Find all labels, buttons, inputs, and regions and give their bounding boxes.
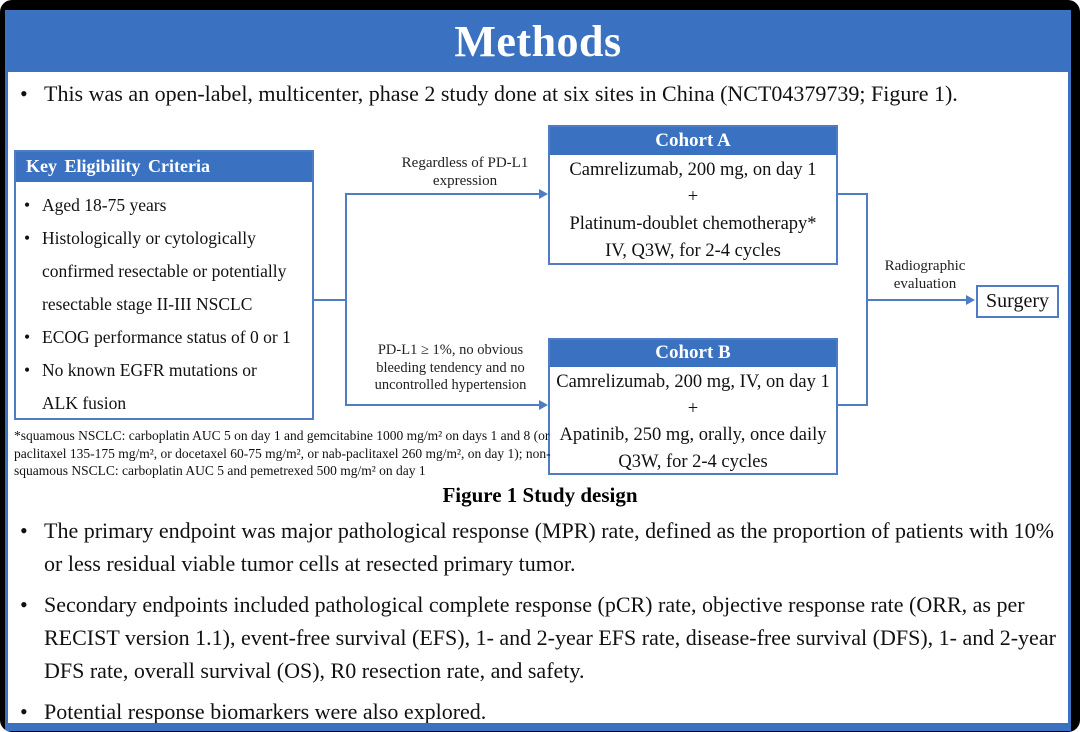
- arrow-right-icon: [539, 189, 548, 199]
- eligibility-box: Key Eligibility Criteria Aged 18-75 year…: [14, 150, 314, 420]
- cohort-a-line: Platinum-doublet chemotherapy*: [569, 214, 817, 234]
- intro-bullet: This was an open-label, multicenter, pha…: [18, 80, 1060, 108]
- arrow-right-icon: [966, 295, 975, 305]
- title-bar: Methods: [5, 10, 1071, 72]
- footnote-line: squamous NSCLC: carboplatin AUC 5 and pe…: [14, 463, 426, 478]
- footnote-line: *squamous NSCLC: carboplatin AUC 5 on da…: [14, 428, 550, 443]
- cohort-b-line: Camrelizumab, 200 mg, IV, on day 1: [556, 372, 830, 392]
- cohort-b-line: Apatinib, 250 mg, orally, once daily: [559, 425, 827, 445]
- cohort-b-box: Cohort B Camrelizumab, 200 mg, IV, on da…: [548, 338, 838, 475]
- eligibility-item: Aged 18-75 years: [16, 189, 312, 222]
- connector-line: [838, 193, 868, 195]
- bottom-accent-bar: [5, 723, 1071, 731]
- eligibility-item-continuation: confirmed resectable or potentially: [42, 261, 287, 281]
- cohort-b-line: Q3W, for 2-4 cycles: [618, 451, 768, 472]
- cohort-b-line: +: [687, 398, 699, 419]
- endpoints-list: The primary endpoint was major pathologi…: [18, 514, 1064, 732]
- footnote-line: paclitaxel 135-175 mg/m², or docetaxel 6…: [14, 445, 551, 461]
- cohort-a-line: Camrelizumab, 200 mg, on day 1: [569, 160, 817, 180]
- eligibility-item: Histologically or cytologically: [16, 222, 312, 255]
- branch-label-bottom: PD-L1 ≥ 1%, no obvious bleeding tendency…: [363, 342, 538, 395]
- connector-line: [345, 193, 347, 406]
- branch-label-bottom-line: PD-L1 ≥ 1%, no obvious: [377, 342, 524, 358]
- eligibility-item: ECOG performance status of 0 or 1: [16, 321, 312, 354]
- eligibility-list: Aged 18-75 years Histologically or cytol…: [16, 182, 312, 420]
- eligibility-item-continuation: ALK fusion: [42, 393, 127, 413]
- eligibility-header: Key Eligibility Criteria: [16, 152, 312, 182]
- branch-label-bottom-line: bleeding tendency and no: [376, 359, 525, 376]
- connector-line: [313, 299, 347, 301]
- branch-label-top-line: expression: [432, 173, 498, 189]
- figure-caption: Figure 1 Study design: [442, 483, 638, 507]
- cohort-a-header: Cohort A: [550, 127, 836, 155]
- cohort-a-line: IV, Q3W, for 2-4 cycles: [605, 241, 781, 261]
- arrow-right-icon: [539, 400, 548, 410]
- eligibility-item-continuation: resectable stage II-III NSCLC: [42, 294, 253, 314]
- connector-line: [345, 404, 539, 406]
- eligibility-item: No known EGFR mutations or: [16, 354, 312, 387]
- cohort-a-box: Cohort A Camrelizumab, 200 mg, on day 1 …: [548, 125, 838, 265]
- evaluation-label: Radiographic evaluation: [875, 257, 975, 293]
- connector-line: [345, 193, 539, 195]
- cohort-a-body: Camrelizumab, 200 mg, on day 1 + Platinu…: [550, 155, 836, 265]
- page-title: Methods: [454, 16, 622, 66]
- evaluation-label-line: Radiographic: [884, 258, 966, 274]
- branch-label-bottom-line: uncontrolled hypertension: [374, 377, 527, 393]
- branch-label-top: Regardless of PD-L1 expression: [375, 154, 555, 190]
- figure-footnote: *squamous NSCLC: carboplatin AUC 5 on da…: [14, 427, 574, 480]
- branch-label-top-line: Regardless of PD-L1: [401, 155, 529, 171]
- endpoint-bullet: Secondary endpoints included pathologica…: [18, 588, 1064, 687]
- connector-line: [838, 404, 868, 406]
- cohort-b-body: Camrelizumab, 200 mg, IV, on day 1 + Apa…: [550, 367, 836, 475]
- connector-line: [866, 299, 966, 301]
- endpoint-bullet: Potential response biomarkers were also …: [18, 695, 1064, 728]
- cohort-a-line: +: [687, 187, 699, 207]
- surgery-box: Surgery: [976, 285, 1059, 318]
- evaluation-label-line: evaluation: [893, 276, 957, 292]
- cohort-b-header: Cohort B: [550, 340, 836, 367]
- endpoint-bullet: The primary endpoint was major pathologi…: [18, 514, 1064, 580]
- surgery-label: Surgery: [986, 290, 1049, 312]
